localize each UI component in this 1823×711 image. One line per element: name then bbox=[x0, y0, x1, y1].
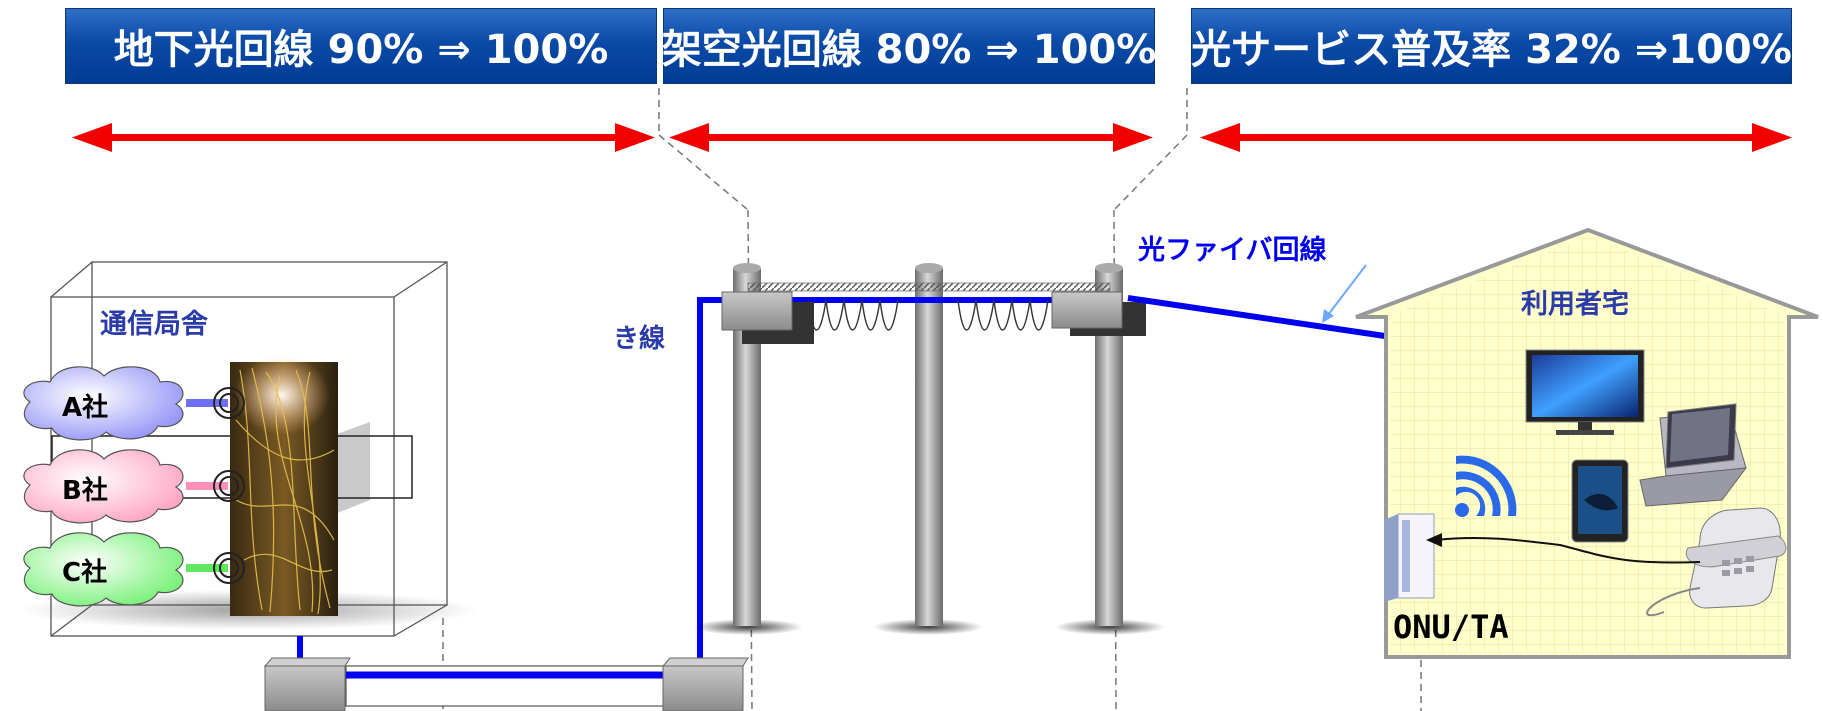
arrow-penetration bbox=[1200, 123, 1792, 152]
carrier-cloud-b bbox=[23, 449, 245, 524]
arrow-aerial bbox=[669, 123, 1153, 152]
tablet-icon bbox=[1571, 459, 1629, 543]
wifi-icon bbox=[1455, 455, 1517, 517]
manhole-left bbox=[263, 657, 351, 711]
carrier-label-c: C社 bbox=[62, 558, 108, 588]
arrow-underground bbox=[72, 123, 655, 152]
central-office-building bbox=[20, 261, 480, 637]
pole-middle bbox=[915, 263, 943, 626]
carrier-cloud-a bbox=[23, 366, 245, 441]
closure-right bbox=[1051, 291, 1146, 336]
onu-device-icon bbox=[1384, 513, 1435, 602]
banner-underground-fiber: 地下光回線 90% ⇒ 100% bbox=[65, 8, 657, 84]
phone-cable bbox=[1426, 533, 1701, 564]
drop-line-label: き線 bbox=[613, 324, 666, 354]
banner-aerial-fiber: 架空光回線 80% ⇒ 100% bbox=[662, 8, 1156, 84]
tv-icon bbox=[1525, 349, 1645, 435]
fiber-drop-line bbox=[1127, 264, 1414, 518]
telephone-icon bbox=[1646, 507, 1787, 617]
fiber-line-label: 光ファイバ回線 bbox=[1138, 235, 1327, 266]
aerial-fiber bbox=[747, 282, 1111, 331]
user-home-label: 利用者宅 bbox=[1521, 289, 1629, 320]
laptop-icon bbox=[1639, 403, 1748, 507]
carrier-label-b: B社 bbox=[62, 476, 108, 506]
carrier-label-a: A社 bbox=[62, 393, 109, 423]
carrier-cloud-c bbox=[23, 532, 245, 607]
central-office-label: 通信局舎 bbox=[100, 309, 208, 340]
underground-cable bbox=[297, 297, 740, 707]
range-arrows bbox=[72, 123, 1792, 152]
banner-fiber-penetration: 光サービス普及率 32% ⇒100% bbox=[1191, 8, 1792, 84]
onu-ta-label: ONU/TA bbox=[1393, 608, 1509, 646]
closure-left bbox=[721, 291, 814, 344]
manhole-right bbox=[661, 657, 749, 711]
